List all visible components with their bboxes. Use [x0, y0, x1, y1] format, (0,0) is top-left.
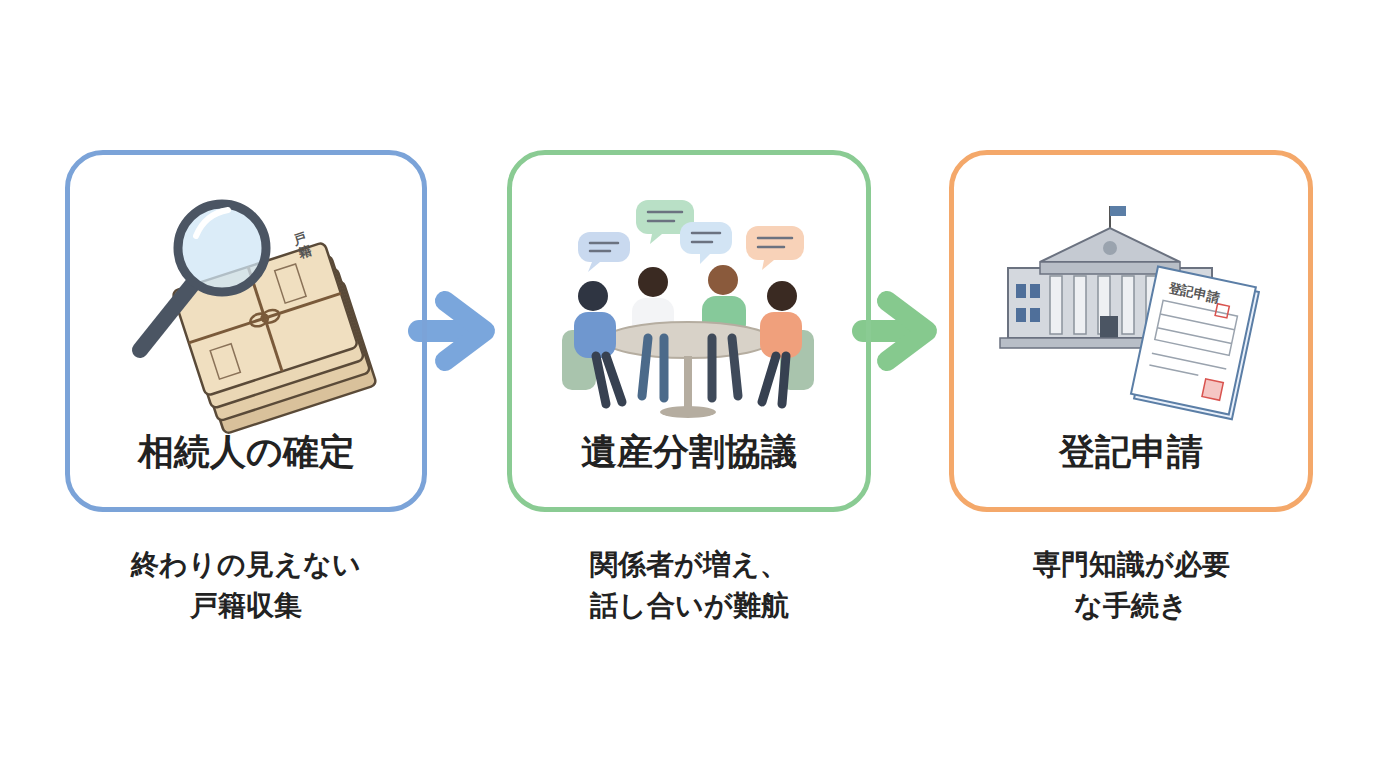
- application-form: [1130, 267, 1260, 420]
- meeting-scene: [562, 200, 814, 418]
- step-box: 登記申請専門知識が必要 な手続き: [949, 150, 1313, 512]
- register-bundle: [140, 204, 377, 436]
- step-box: 相続人の確定終わりの見えない 戸籍収集: [65, 150, 427, 512]
- illustration-label: 戸籍: [292, 231, 313, 262]
- flow-arrow: [419, 301, 485, 361]
- flow-arrow: [863, 301, 927, 361]
- magnifying-glass: [140, 204, 266, 350]
- step-title: 相続人の確定: [70, 428, 422, 477]
- step-title: 遺産分割協議: [512, 428, 866, 477]
- step-caption: 関係者が増え、 話し合いが難航: [544, 545, 834, 626]
- step-caption: 専門知識が必要 な手続き: [986, 545, 1276, 626]
- step-box: 遺産分割協議関係者が増え、 話し合いが難航: [507, 150, 871, 512]
- step-title: 登記申請: [954, 428, 1308, 477]
- step-caption: 終わりの見えない 戸籍収集: [101, 545, 391, 626]
- illustration-label: 登記申請: [1167, 279, 1222, 307]
